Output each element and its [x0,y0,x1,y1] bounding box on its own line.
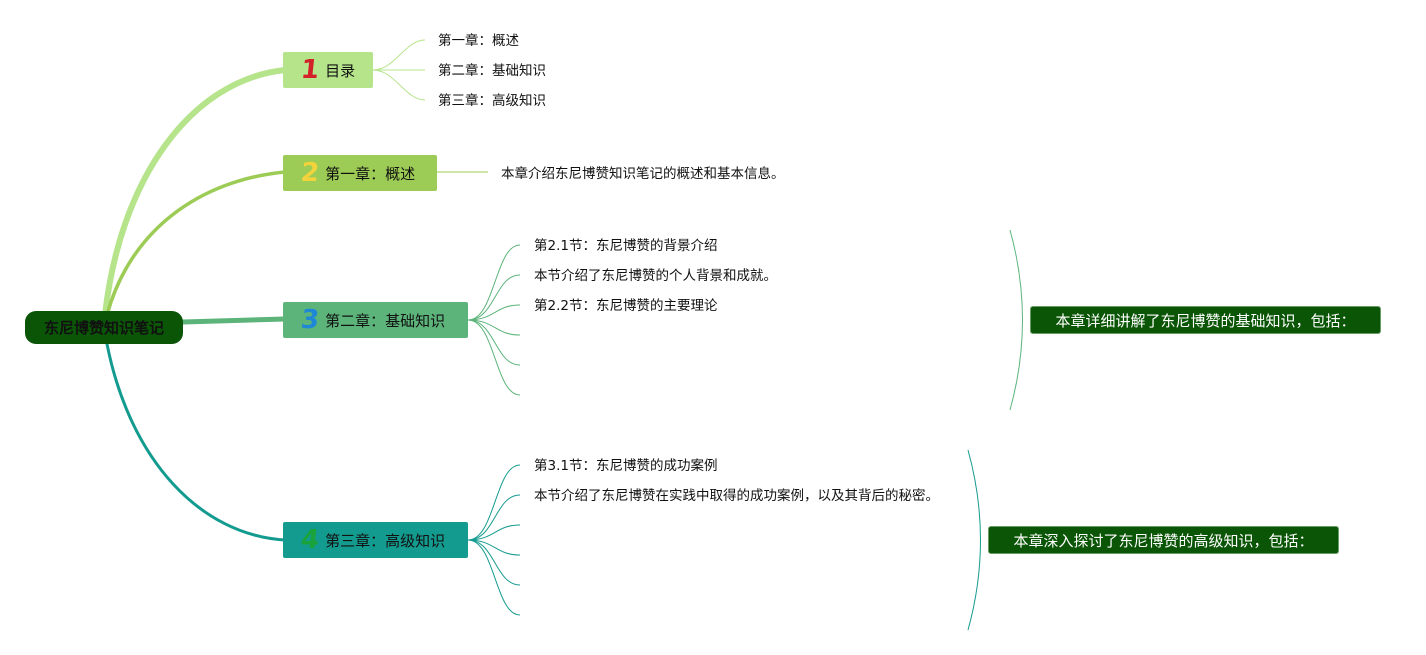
toc-item[interactable]: 第二章：基础知识 [438,63,546,79]
connector-root-branch3 [180,316,288,325]
toc-item[interactable]: 第一章：概述 [438,33,519,49]
number-four-icon: 4 [299,525,321,555]
ch2-summary-brace [1009,229,1023,411]
connector-ch3-leaves [467,464,521,616]
number-two-icon: 2 [299,158,321,188]
root-title: 东尼博赞知识笔记 [43,319,164,337]
ch3-item[interactable]: 本节介绍了东尼博赞在实践中取得的成功案例，以及其背后的秘密。 [534,488,939,504]
ch2-summary[interactable]: 本章详细讲解了东尼博赞的基础知识，包括： [1030,306,1381,334]
connector-root-branch4 [105,342,287,542]
summary-text: 本章详细讲解了东尼博赞的基础知识，包括： [1055,311,1356,330]
ch2-item[interactable]: 第2.2节：东尼博赞的主要理论 [534,298,718,314]
connector-root-branch1 [102,67,288,318]
branch-label: 第三章：高级知识 [325,531,446,550]
branch-label: 目录 [325,61,356,80]
branch-chapter1[interactable]: 2 第一章：概述 [283,155,437,191]
number-one-icon: 1 [299,55,321,85]
ch3-item[interactable]: 第3.1节：东尼博赞的成功案例 [534,458,718,474]
ch1-description[interactable]: 本章介绍东尼博赞知识笔记的概述和基本信息。 [501,166,785,182]
number-three-icon: 3 [299,305,321,335]
root-node[interactable]: 东尼博赞知识笔记 [25,311,183,344]
branch-chapter2[interactable]: 3 第二章：基础知识 [283,302,468,338]
ch2-item[interactable]: 本节介绍了东尼博赞的个人背景和成就。 [534,268,777,284]
toc-item[interactable]: 第三章：高级知识 [438,93,546,109]
branch-label: 第一章：概述 [325,164,416,183]
ch2-item[interactable]: 第2.1节：东尼博赞的背景介绍 [534,238,718,254]
connector-toc-leaves [372,39,426,101]
branch-label: 第二章：基础知识 [325,311,446,330]
ch3-summary-brace [967,449,981,631]
connector-ch2-leaves [467,244,521,396]
branch-chapter3[interactable]: 4 第三章：高级知识 [283,522,468,558]
connector-root-branch2 [105,170,287,317]
branch-toc[interactable]: 1 目录 [283,52,373,88]
ch3-summary[interactable]: 本章深入探讨了东尼博赞的高级知识，包括： [988,526,1339,554]
summary-text: 本章深入探讨了东尼博赞的高级知识，包括： [1013,531,1314,550]
